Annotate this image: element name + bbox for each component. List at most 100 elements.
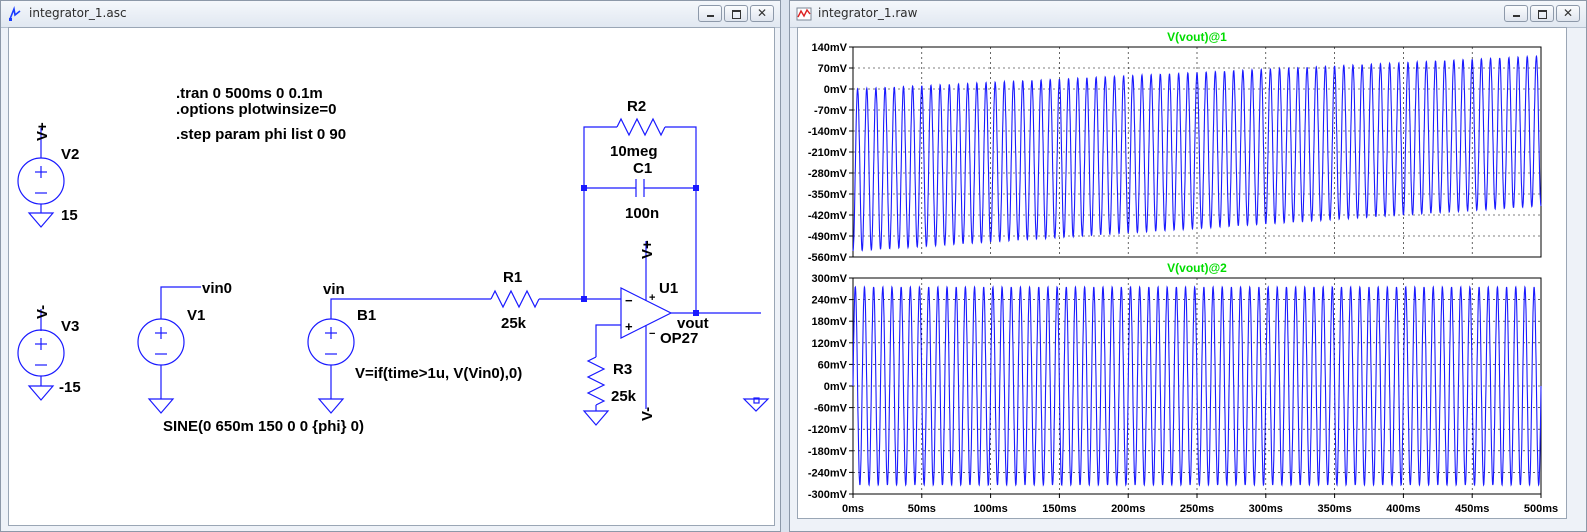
y-tick-label: -350mV	[808, 189, 848, 201]
junction-dot	[693, 310, 699, 316]
r3-top-wire	[595, 324, 621, 357]
b1-name[interactable]: B1	[357, 307, 376, 324]
opamp-plus-mark: +	[625, 319, 633, 334]
b1-ground-icon	[317, 398, 345, 414]
x-tick-label: 300ms	[1249, 503, 1283, 515]
c1-name[interactable]: C1	[633, 160, 652, 177]
y-tick-label: 120mV	[812, 338, 848, 350]
v1-name[interactable]: V1	[187, 307, 205, 324]
y-tick-label: -300mV	[808, 489, 848, 501]
junction-dot	[581, 185, 587, 191]
y-tick-label: 0mV	[824, 84, 848, 96]
trace-vout-2[interactable]	[852, 285, 1542, 487]
x-tick-label: 400ms	[1386, 503, 1420, 515]
y-tick-label: 300mV	[812, 273, 848, 285]
waveform-window-title: integrator_1.raw	[818, 6, 918, 20]
x-tick-label: 50ms	[908, 503, 936, 515]
schematic-window-title: integrator_1.asc	[29, 6, 127, 20]
v3-name[interactable]: V3	[61, 318, 79, 335]
x-tick-label: 350ms	[1317, 503, 1351, 515]
waveform-titlebar[interactable]: integrator_1.raw ✕	[790, 1, 1586, 28]
y-tick-label: -280mV	[808, 168, 848, 180]
x-tick-label: 450ms	[1455, 503, 1489, 515]
v3-ground-icon	[27, 385, 55, 401]
x-tick-label: 150ms	[1042, 503, 1076, 515]
y-tick-label: -560mV	[808, 252, 848, 264]
x-tick-label: 250ms	[1180, 503, 1214, 515]
y-tick-label: -210mV	[808, 147, 848, 159]
opamp-minus-mark: −	[625, 293, 633, 308]
probe-marker	[753, 397, 760, 404]
u1-value[interactable]: OP27	[660, 330, 698, 347]
waveform-viewer-icon	[796, 7, 812, 21]
v2-source-symbol	[17, 157, 65, 205]
x-tick-label: 200ms	[1111, 503, 1145, 515]
opamp-vpos-mark: +	[649, 292, 655, 304]
feedback-right-wire	[665, 126, 697, 313]
y-tick-label: -60mV	[814, 403, 848, 415]
y-tick-label: -240mV	[808, 467, 848, 479]
r1-value[interactable]: 25k	[501, 315, 527, 332]
waveform-plot-area[interactable]: 140mV 70mV 0mV -70mV -140mV -210mV -280mV -350m…	[797, 27, 1567, 519]
y-tick-label: 240mV	[812, 295, 848, 307]
y-tick-label: 140mV	[812, 42, 848, 54]
y-tick-label: -140mV	[808, 126, 848, 138]
junction-dot	[581, 296, 587, 302]
r2-name[interactable]: R2	[627, 98, 646, 115]
r3-ground-icon	[582, 410, 610, 426]
y-tick-label: -120mV	[808, 424, 848, 436]
b1-value[interactable]: V=if(time>1u, V(Vin0),0)	[355, 365, 522, 382]
v2-value[interactable]: 15	[61, 207, 78, 224]
minimize-button[interactable]	[698, 5, 722, 22]
y-tick-label: -420mV	[808, 210, 848, 222]
y-tick-label: 180mV	[812, 316, 848, 328]
trace-label-2[interactable]: V(vout)@2	[1167, 261, 1227, 275]
u1-vpos-net-label: V+	[639, 240, 656, 259]
maximize-button[interactable]	[1530, 5, 1554, 22]
vin-wire	[330, 298, 491, 319]
minimize-button[interactable]	[1504, 5, 1528, 22]
c1-value[interactable]: 100n	[625, 205, 659, 222]
r2-value[interactable]: 10meg	[610, 143, 658, 160]
vin0-net-label: vin0	[202, 280, 232, 297]
close-button[interactable]: ✕	[750, 5, 774, 22]
junction-dot	[693, 185, 699, 191]
v3-net-label: V-	[34, 305, 51, 319]
directive-tran[interactable]: .tran 0 500ms 0 0.1m	[176, 85, 323, 102]
r3-name[interactable]: R3	[613, 361, 632, 378]
r3-resistor-symbol	[586, 356, 606, 406]
v1-value[interactable]: SINE(0 650m 150 0 0 {phi} 0)	[163, 418, 364, 435]
r1-resistor-symbol	[490, 289, 540, 309]
r1-name[interactable]: R1	[503, 269, 522, 286]
y-tick-label: 60mV	[818, 359, 848, 371]
maximize-button[interactable]	[724, 5, 748, 22]
y-tick-label: 70mV	[818, 63, 848, 75]
x-tick-label: 500ms	[1524, 503, 1558, 515]
u1-name[interactable]: U1	[659, 280, 678, 297]
schematic-titlebar[interactable]: integrator_1.asc ✕	[1, 1, 780, 28]
directive-options[interactable]: .options plotwinsize=0	[176, 101, 336, 118]
directive-step[interactable]: .step param phi list 0 90	[176, 126, 346, 143]
x-tick-label: 100ms	[973, 503, 1007, 515]
v1-ground-icon	[147, 398, 175, 414]
trace-vout-1[interactable]	[852, 54, 1542, 252]
trace-label-1[interactable]: V(vout)@1	[1167, 30, 1227, 44]
v2-name[interactable]: V2	[61, 146, 79, 163]
y-tick-label: -70mV	[814, 105, 848, 117]
v3-value[interactable]: -15	[59, 379, 81, 396]
u1-vneg-net-label: V-	[639, 407, 656, 421]
vin-net-label: vin	[323, 281, 345, 298]
opamp-vneg-mark: −	[649, 328, 655, 340]
x-tick-label: 0ms	[842, 503, 864, 515]
v3-source-symbol	[17, 329, 65, 377]
y-tick-label: -180mV	[808, 446, 848, 458]
r3-value[interactable]: 25k	[611, 388, 637, 405]
vout-net-label: vout	[677, 315, 709, 332]
close-button[interactable]: ✕	[1556, 5, 1580, 22]
feedback-left-wire	[583, 126, 617, 299]
schematic-canvas[interactable]: − + + − V+ V- V+ V- .tran 0 500ms 0 0.1m…	[8, 27, 775, 526]
y-tick-label: 0mV	[824, 381, 848, 393]
ltspice-schematic-icon	[9, 6, 21, 21]
v2-ground-icon	[27, 212, 55, 228]
vin0-wire	[160, 286, 201, 319]
